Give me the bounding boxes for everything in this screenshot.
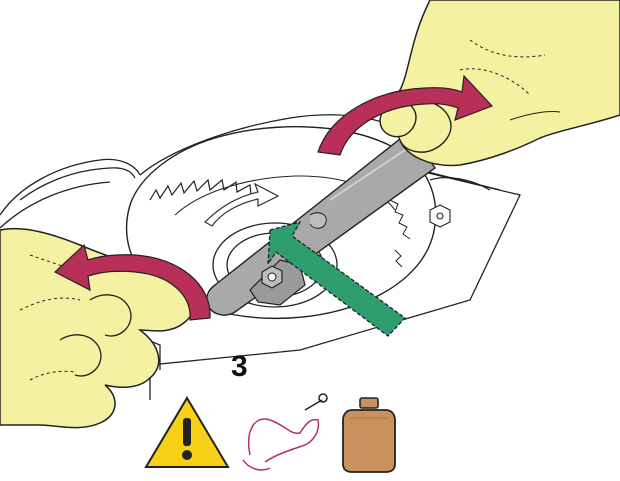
step-number: 3	[231, 350, 248, 383]
gloved-hand-top-right	[380, 0, 620, 165]
side-bolt	[430, 205, 450, 227]
weight-icon	[343, 398, 395, 472]
arm-with-wrench-icon	[243, 394, 327, 470]
warning-triangle-icon	[146, 398, 228, 467]
